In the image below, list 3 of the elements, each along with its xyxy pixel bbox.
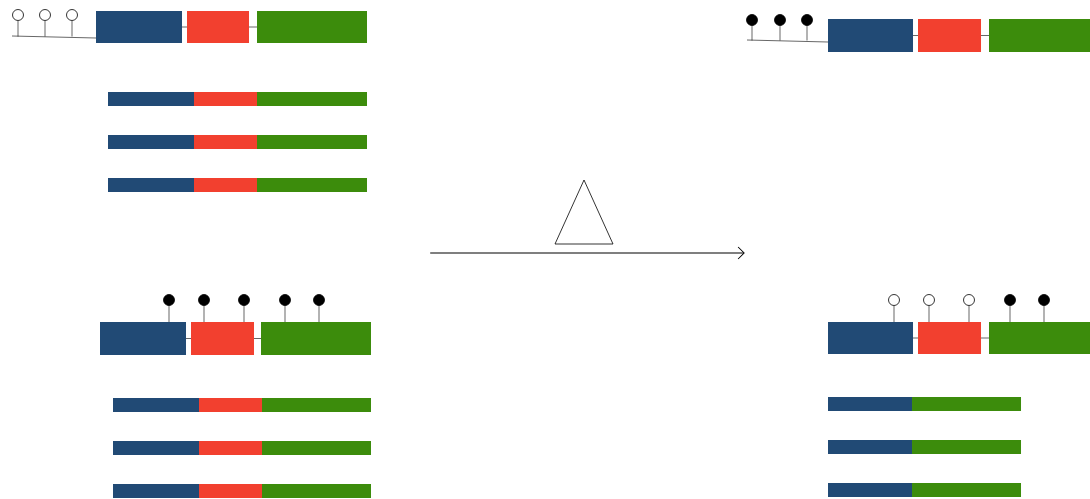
gene-drawing (746, 14, 1090, 497)
gene-drawing (11, 9, 371, 498)
arrow (429, 246, 745, 260)
